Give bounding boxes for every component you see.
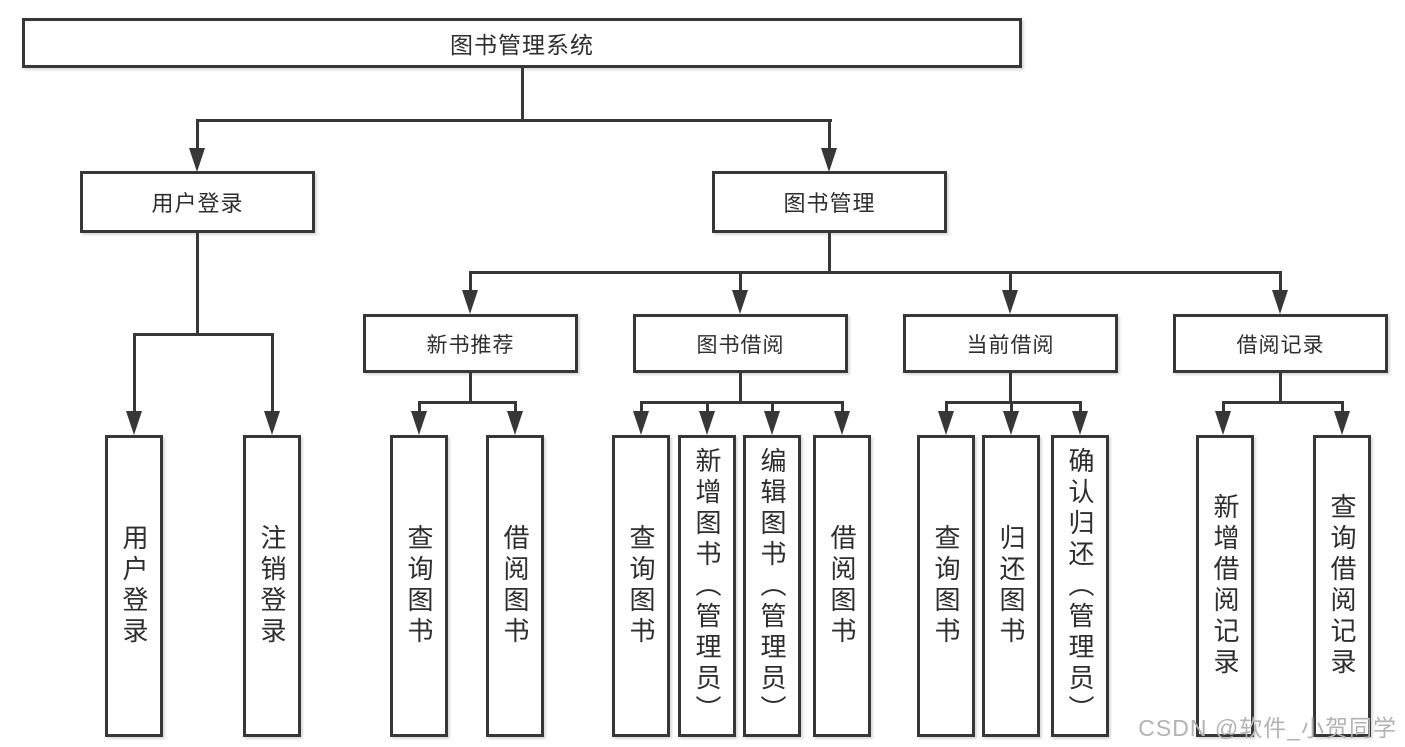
connector-rail (640, 401, 843, 404)
connector-stub (828, 119, 831, 151)
arrowhead-down-icon (633, 411, 649, 435)
leaf-user-login: 用户登录 (105, 435, 163, 737)
node-root: 图书管理系统 (22, 18, 1022, 68)
leaf-current-query-books: 查询图书 (917, 435, 975, 737)
leaf-label: 用户登录 (119, 524, 149, 648)
leaf-label: 查询借阅记录 (1327, 493, 1357, 679)
connector-stub (841, 401, 844, 413)
connector-rail (1222, 401, 1343, 404)
arrowhead-down-icon (834, 411, 850, 435)
node-borrowing-records: 借阅记录 (1173, 314, 1388, 373)
arrowhead-down-icon (1002, 290, 1018, 314)
leaf-label: 注销登录 (257, 524, 287, 648)
arrowhead-down-icon (764, 411, 780, 435)
connector-stem (1279, 373, 1282, 403)
csdn-watermark: CSDN @软件_小贺同学 (1138, 715, 1397, 741)
arrowhead-down-icon (1215, 411, 1231, 435)
connector-stub (945, 401, 948, 413)
connector-stub (514, 401, 517, 413)
connector-stub (1010, 401, 1013, 413)
connector-stub (771, 401, 774, 413)
connector-stem (196, 233, 199, 335)
node-new-book-recommend: 新书推荐 (363, 314, 578, 373)
node-book-management: 图书管理 (712, 171, 947, 233)
arrowhead-down-icon (1272, 290, 1288, 314)
arrowhead-down-icon (1334, 411, 1350, 435)
leaf-current-confirm-return-admin: 确认归还（管理员） (1051, 435, 1109, 737)
arrowhead-down-icon (938, 411, 954, 435)
arrowhead-down-icon (507, 411, 523, 435)
leaf-label: 归还图书 (996, 524, 1026, 648)
connector-stub (196, 119, 199, 151)
leaf-label: 确认归还（管理员） (1065, 446, 1095, 726)
leaf-label: 查询图书 (404, 524, 434, 648)
arrowhead-down-icon (411, 411, 427, 435)
arrowhead-down-icon (1072, 411, 1088, 435)
connector-rail (133, 333, 274, 336)
leaf-label: 查询图书 (626, 524, 656, 648)
connector-rail (469, 271, 1282, 274)
connector-stub (640, 401, 643, 413)
node-current-borrowing: 当前借阅 (903, 314, 1118, 373)
arrowhead-down-icon (189, 148, 205, 172)
connector-stub (271, 333, 274, 413)
leaf-label: 新增借阅记录 (1210, 493, 1240, 679)
leaf-recommend-borrow-books: 借阅图书 (486, 435, 544, 737)
leaf-label: 借阅图书 (500, 524, 530, 648)
arrowhead-down-icon (699, 411, 715, 435)
leaf-borrowing-edit-books-admin: 编辑图书（管理员） (743, 435, 801, 737)
connector-stem (1009, 373, 1012, 403)
arrowhead-down-icon (732, 290, 748, 314)
connector-stub (1009, 271, 1012, 292)
arrowhead-down-icon (462, 290, 478, 314)
leaf-label: 查询图书 (931, 524, 961, 648)
connector-stem (739, 373, 742, 403)
leaf-label: 新增图书（管理员） (692, 446, 722, 726)
leaf-label: 借阅图书 (827, 524, 857, 648)
connector-rail (418, 401, 517, 404)
connector-stub (418, 401, 421, 413)
connector-stub (1079, 401, 1082, 413)
leaf-logout: 注销登录 (243, 435, 301, 737)
connector-stub (1279, 271, 1282, 292)
arrowhead-down-icon (1003, 411, 1019, 435)
leaf-current-return-books: 归还图书 (982, 435, 1040, 737)
leaf-borrowing-query-books: 查询图书 (612, 435, 670, 737)
leaf-recommend-query-books: 查询图书 (390, 435, 448, 737)
connector-stub (706, 401, 709, 413)
connector-stub (1222, 401, 1225, 413)
connector-rail (945, 401, 1081, 404)
leaf-records-query-record: 查询借阅记录 (1313, 435, 1371, 737)
connector-stub (469, 271, 472, 292)
arrowhead-down-icon (264, 411, 280, 435)
leaf-label: 编辑图书（管理员） (757, 446, 787, 726)
connector-root-rail (196, 119, 832, 122)
connector-stub (1341, 401, 1344, 413)
arrowhead-down-icon (126, 411, 142, 435)
connector-stub (133, 333, 136, 413)
connector-root-stem (521, 68, 524, 121)
connector-stem (828, 233, 831, 273)
node-user-login-branch: 用户登录 (80, 171, 315, 233)
node-book-borrowing: 图书借阅 (633, 314, 848, 373)
leaf-records-add-record: 新增借阅记录 (1196, 435, 1254, 737)
leaf-borrowing-borrow-books: 借阅图书 (813, 435, 871, 737)
leaf-borrowing-add-books-admin: 新增图书（管理员） (678, 435, 736, 737)
connector-stub (739, 271, 742, 292)
connector-stem (469, 373, 472, 403)
arrowhead-down-icon (821, 148, 837, 172)
